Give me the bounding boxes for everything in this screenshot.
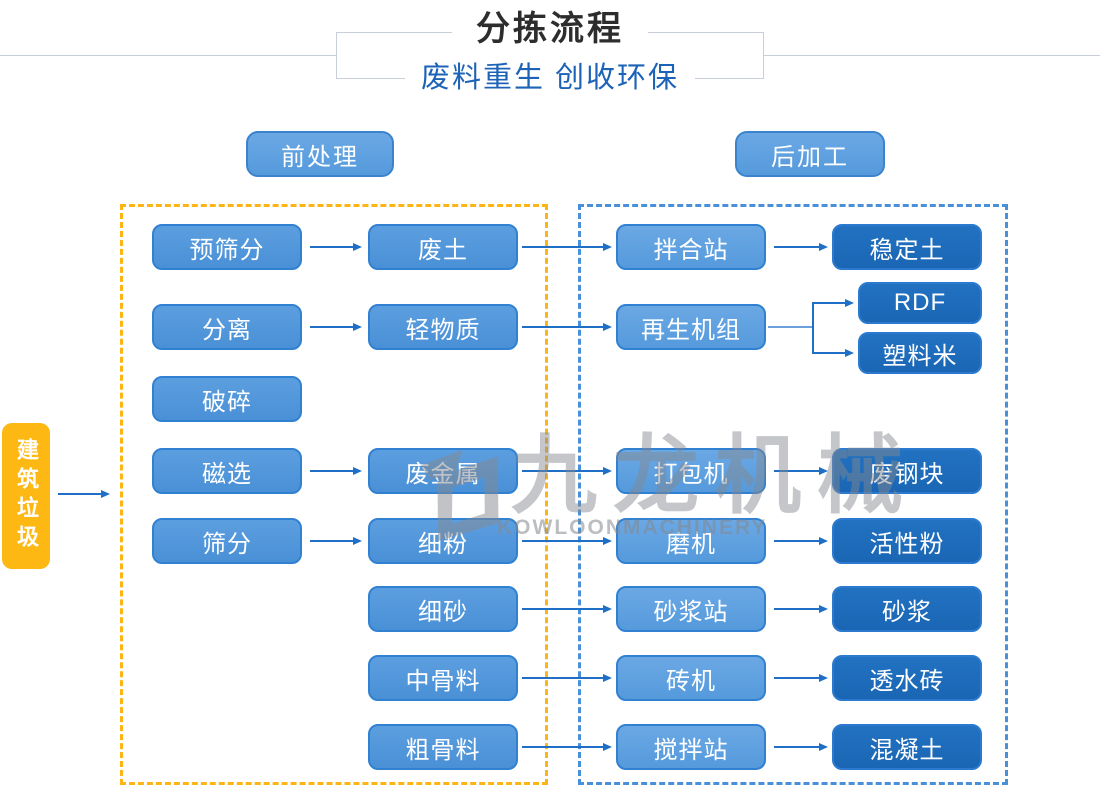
arrow-magnetic-wastemetal bbox=[310, 467, 362, 475]
arrow-baler-wastesteel bbox=[774, 467, 828, 475]
node-coarse-aggregate: 粗骨料 bbox=[368, 724, 518, 770]
arrow-separation-lightmaterial bbox=[310, 323, 362, 331]
page-title: 分拣流程 bbox=[452, 6, 648, 52]
node-concrete: 混凝土 bbox=[832, 724, 982, 770]
node-rdf: RDF bbox=[858, 282, 982, 324]
arrow-brickmachine-permeablebrick bbox=[774, 674, 828, 682]
node-waste-metal: 废金属 bbox=[368, 448, 518, 494]
arrow-mill-activepowder bbox=[774, 537, 828, 545]
arrow-prescreen-wastesoil bbox=[310, 243, 362, 251]
node-separation: 分离 bbox=[152, 304, 302, 350]
page-subtitle: 废料重生 创收环保 bbox=[404, 58, 696, 98]
arrow-mixingstation-stablesoil bbox=[774, 243, 828, 251]
node-plastic-pellet: 塑料米 bbox=[858, 332, 982, 374]
arrow-mortarstation-mortar bbox=[774, 605, 828, 613]
node-mid-aggregate: 中骨料 bbox=[368, 655, 518, 701]
fork-vertical-line bbox=[812, 302, 814, 354]
node-mixing-station: 拌合站 bbox=[616, 224, 766, 270]
node-mortar: 砂浆 bbox=[832, 586, 982, 632]
node-fine-sand: 细砂 bbox=[368, 586, 518, 632]
node-waste-steel: 废钢块 bbox=[832, 448, 982, 494]
node-regeneration-unit: 再生机组 bbox=[616, 304, 766, 350]
post-processing-region bbox=[578, 204, 1008, 785]
node-waste-soil: 废土 bbox=[368, 224, 518, 270]
badge-pre-processing: 前处理 bbox=[246, 131, 394, 177]
arrow-midaggregate-brickmachine bbox=[522, 674, 612, 682]
node-crushing: 破碎 bbox=[152, 376, 302, 422]
arrow-mixingplant-concrete bbox=[774, 743, 828, 751]
node-brick-machine: 砖机 bbox=[616, 655, 766, 701]
arrow-finepowder-mill bbox=[522, 537, 612, 545]
node-active-powder: 活性粉 bbox=[832, 518, 982, 564]
node-fine-powder: 细粉 bbox=[368, 518, 518, 564]
node-magnetic-separation: 磁选 bbox=[152, 448, 302, 494]
node-baler: 打包机 bbox=[616, 448, 766, 494]
node-stable-soil: 稳定土 bbox=[832, 224, 982, 270]
arrow-lightmaterial-regenunit bbox=[522, 323, 612, 331]
arrow-wastemetal-baler bbox=[522, 467, 612, 475]
arrow-regenunit-rdf bbox=[812, 299, 854, 307]
node-mill: 磨机 bbox=[616, 518, 766, 564]
pre-processing-region bbox=[120, 204, 548, 785]
node-pre-screen: 预筛分 bbox=[152, 224, 302, 270]
node-light-material: 轻物质 bbox=[368, 304, 518, 350]
node-screening: 筛分 bbox=[152, 518, 302, 564]
arrow-wastesoil-mixingstation bbox=[522, 243, 612, 251]
fork-stem-line bbox=[768, 326, 812, 328]
source-construction-waste: 建筑垃圾 bbox=[2, 423, 50, 569]
node-permeable-brick: 透水砖 bbox=[832, 655, 982, 701]
arrow-coarseaggregate-mixingplant bbox=[522, 743, 612, 751]
badge-post-processing: 后加工 bbox=[735, 131, 885, 177]
arrow-finesand-mortarstation bbox=[522, 605, 612, 613]
arrow-regenunit-plasticpellet bbox=[812, 349, 854, 357]
arrow-screening-finepowder bbox=[310, 537, 362, 545]
node-mixing-plant: 搅拌站 bbox=[616, 724, 766, 770]
node-mortar-station: 砂浆站 bbox=[616, 586, 766, 632]
arrow-source-to-pre bbox=[58, 490, 110, 498]
